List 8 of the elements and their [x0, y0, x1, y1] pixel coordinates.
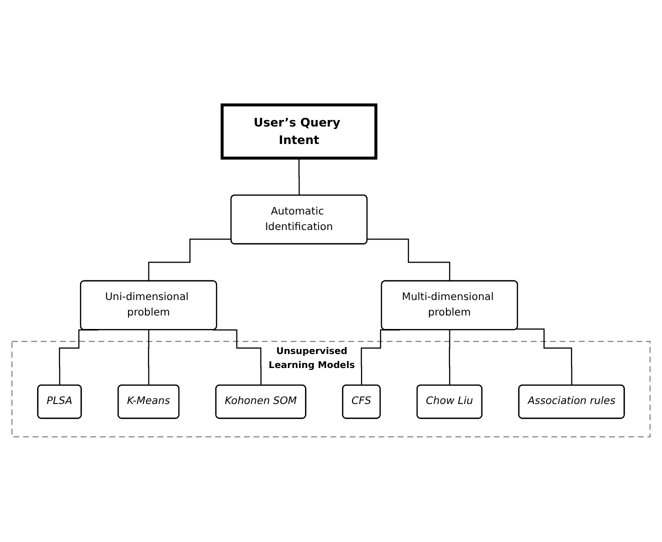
- connector: [367, 238, 450, 282]
- connector: [298, 158, 300, 196]
- node-box: User’s Query Intent: [220, 104, 378, 160]
- connector: [516, 328, 572, 386]
- connector: [148, 330, 150, 386]
- connector: [448, 330, 450, 386]
- connector: [212, 330, 262, 386]
- connector: [148, 238, 232, 282]
